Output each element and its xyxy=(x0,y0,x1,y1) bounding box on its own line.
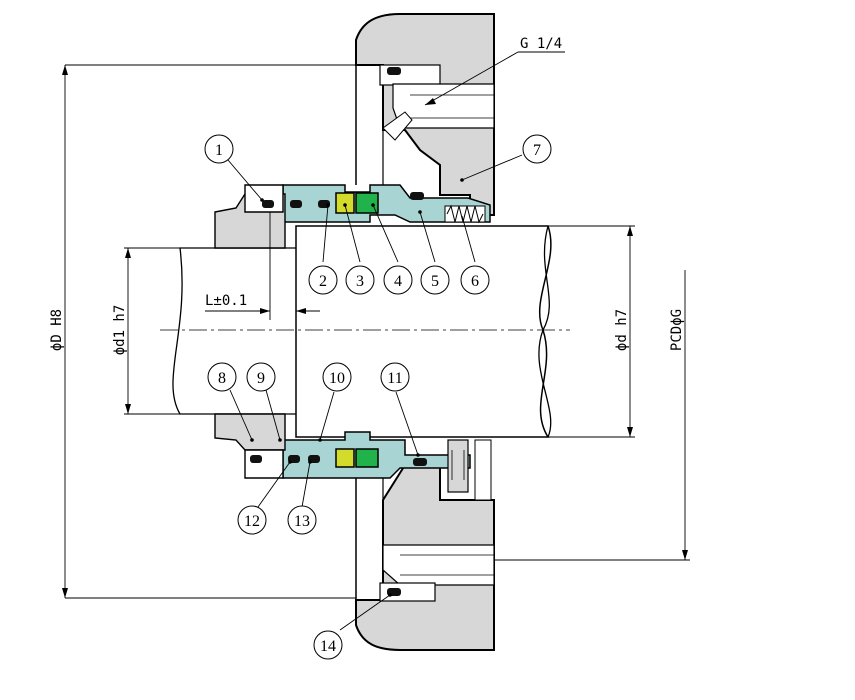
svg-text:5: 5 xyxy=(431,273,439,290)
callout-9: 9 xyxy=(246,362,276,392)
rotating-face-bottom xyxy=(335,448,355,468)
dimension-lines xyxy=(64,51,690,599)
stationary-face-bottom xyxy=(355,448,379,468)
shaft-diameter-label: ϕd h7 xyxy=(614,309,630,351)
svg-text:4: 4 xyxy=(394,273,402,290)
svg-text:14: 14 xyxy=(320,638,336,655)
callout-10: 10 xyxy=(322,362,352,392)
callout-2: 2 xyxy=(308,265,338,295)
rotating-faces xyxy=(335,192,355,468)
gland-plate xyxy=(355,13,495,651)
dimension-arrows xyxy=(62,65,688,598)
callout-5: 5 xyxy=(420,265,450,295)
svg-text:12: 12 xyxy=(244,513,260,530)
thread-label: G 1/4 xyxy=(520,36,562,52)
stationary-face-top xyxy=(355,192,379,214)
svg-text:2: 2 xyxy=(319,273,327,290)
callout-7: 7 xyxy=(522,134,552,164)
rotating-face-top xyxy=(335,192,355,214)
svg-text:13: 13 xyxy=(294,513,310,530)
main-shaft xyxy=(295,225,552,438)
svg-text:11: 11 xyxy=(387,370,402,387)
svg-text:6: 6 xyxy=(471,273,479,290)
callout-6: 6 xyxy=(460,265,490,295)
callout-11: 11 xyxy=(380,362,410,392)
stationary-faces xyxy=(355,192,379,468)
callout-13: 13 xyxy=(287,505,317,535)
svg-text:1: 1 xyxy=(215,142,223,159)
svg-text:9: 9 xyxy=(257,370,265,387)
pcd-label: PCDϕG xyxy=(669,309,685,351)
svg-text:3: 3 xyxy=(356,273,364,290)
small-shaft-diameter-label: ϕd1 h7 xyxy=(112,305,128,356)
svg-text:7: 7 xyxy=(533,142,541,159)
spring xyxy=(444,204,486,224)
housing-diameter-label: ϕD H8 xyxy=(49,309,65,351)
length-tolerance-label: L±0.1 xyxy=(205,293,247,309)
callout-4: 4 xyxy=(383,265,413,295)
callout-1: 1 xyxy=(204,134,234,164)
set-screw xyxy=(447,439,492,501)
callout-14: 14 xyxy=(313,630,343,660)
svg-text:10: 10 xyxy=(329,370,345,387)
callout-8: 8 xyxy=(207,362,237,392)
callout-leaders xyxy=(227,154,523,631)
svg-text:8: 8 xyxy=(218,370,226,387)
callout-3: 3 xyxy=(345,265,375,295)
callout-dots xyxy=(250,178,464,597)
callout-12: 12 xyxy=(237,505,267,535)
small-shaft xyxy=(172,247,301,415)
